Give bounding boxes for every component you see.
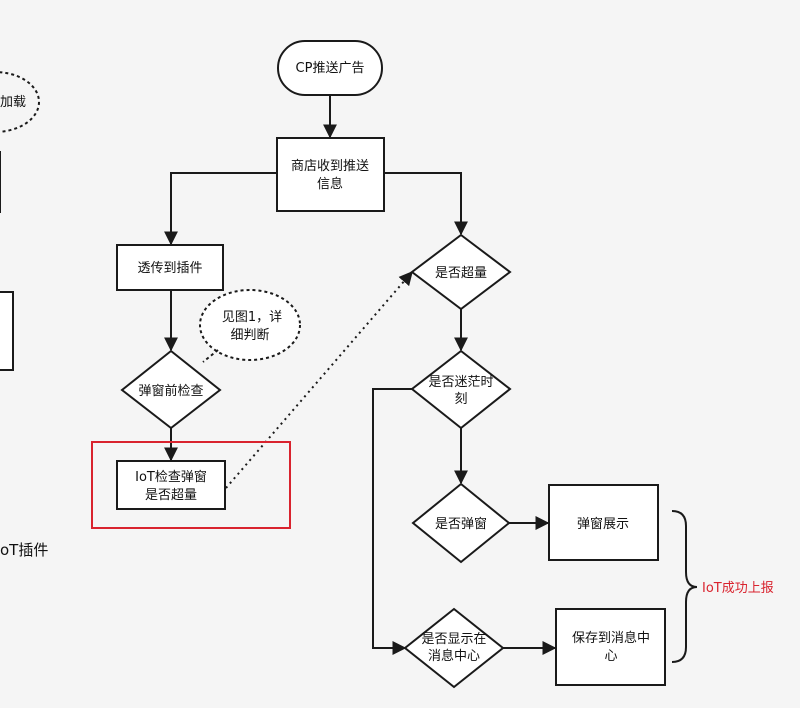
node-save-center-line1: 保存到消息中 — [572, 630, 650, 646]
curly-brace — [671, 510, 698, 663]
node-store-receive-line1: 商店收到推送 — [291, 159, 369, 174]
left-partial-cloud — [0, 71, 40, 133]
node-is-popup-label: 是否弹窗 — [435, 516, 487, 532]
node-show-in-center-line2: 消息中心 — [428, 648, 480, 664]
node-precheck-label: 弹窗前检查 — [138, 383, 203, 399]
node-over-quota — [410, 233, 512, 311]
node-precheck — [120, 349, 222, 430]
edge-store-to-overquota — [384, 172, 468, 236]
node-passthrough — [116, 244, 224, 291]
left-partial-cloud-label: 加载 — [0, 95, 26, 110]
edge-store-to-passthrough — [164, 172, 277, 246]
iot-success-label: IoT成功上报 — [702, 581, 774, 596]
node-store-receive — [276, 137, 385, 212]
left-partial-box-2 — [0, 291, 14, 371]
highlight-red-box — [91, 441, 291, 529]
node-popup-show-label: 弹窗展示 — [577, 516, 629, 532]
node-lost-time — [410, 349, 512, 430]
node-over-quota-label: 是否超量 — [435, 266, 487, 281]
edge-lost-to-show — [372, 388, 412, 655]
node-store-receive-line2: 信息 — [317, 176, 343, 192]
node-lost-time-line2: 刻 — [454, 392, 467, 407]
node-start — [277, 40, 383, 96]
node-iot-check — [116, 460, 226, 510]
node-popup-show — [548, 484, 659, 561]
node-passthrough-label: 透传到插件 — [137, 261, 202, 276]
callout-see-figure — [199, 289, 301, 361]
left-partial-plugin-label: oT插件 — [0, 541, 48, 559]
node-iot-check-line2: 是否超量 — [145, 488, 197, 503]
node-lost-time-line1: 是否迷茫时 — [428, 375, 493, 390]
node-save-center-line2: 心 — [604, 649, 617, 664]
callout-see-figure-tail — [202, 349, 219, 363]
node-iot-check-line1: IoT检查弹窗 — [135, 469, 207, 485]
callout-see-figure-line2: 细判断 — [230, 328, 269, 343]
node-start-label: CP推送广告 — [296, 61, 365, 76]
node-show-in-center-line1: 是否显示在 — [421, 632, 486, 647]
node-show-in-center — [403, 607, 505, 689]
node-is-popup — [411, 482, 511, 564]
node-save-center — [555, 608, 666, 686]
callout-see-figure-line1: 见图1，详 — [222, 310, 282, 325]
